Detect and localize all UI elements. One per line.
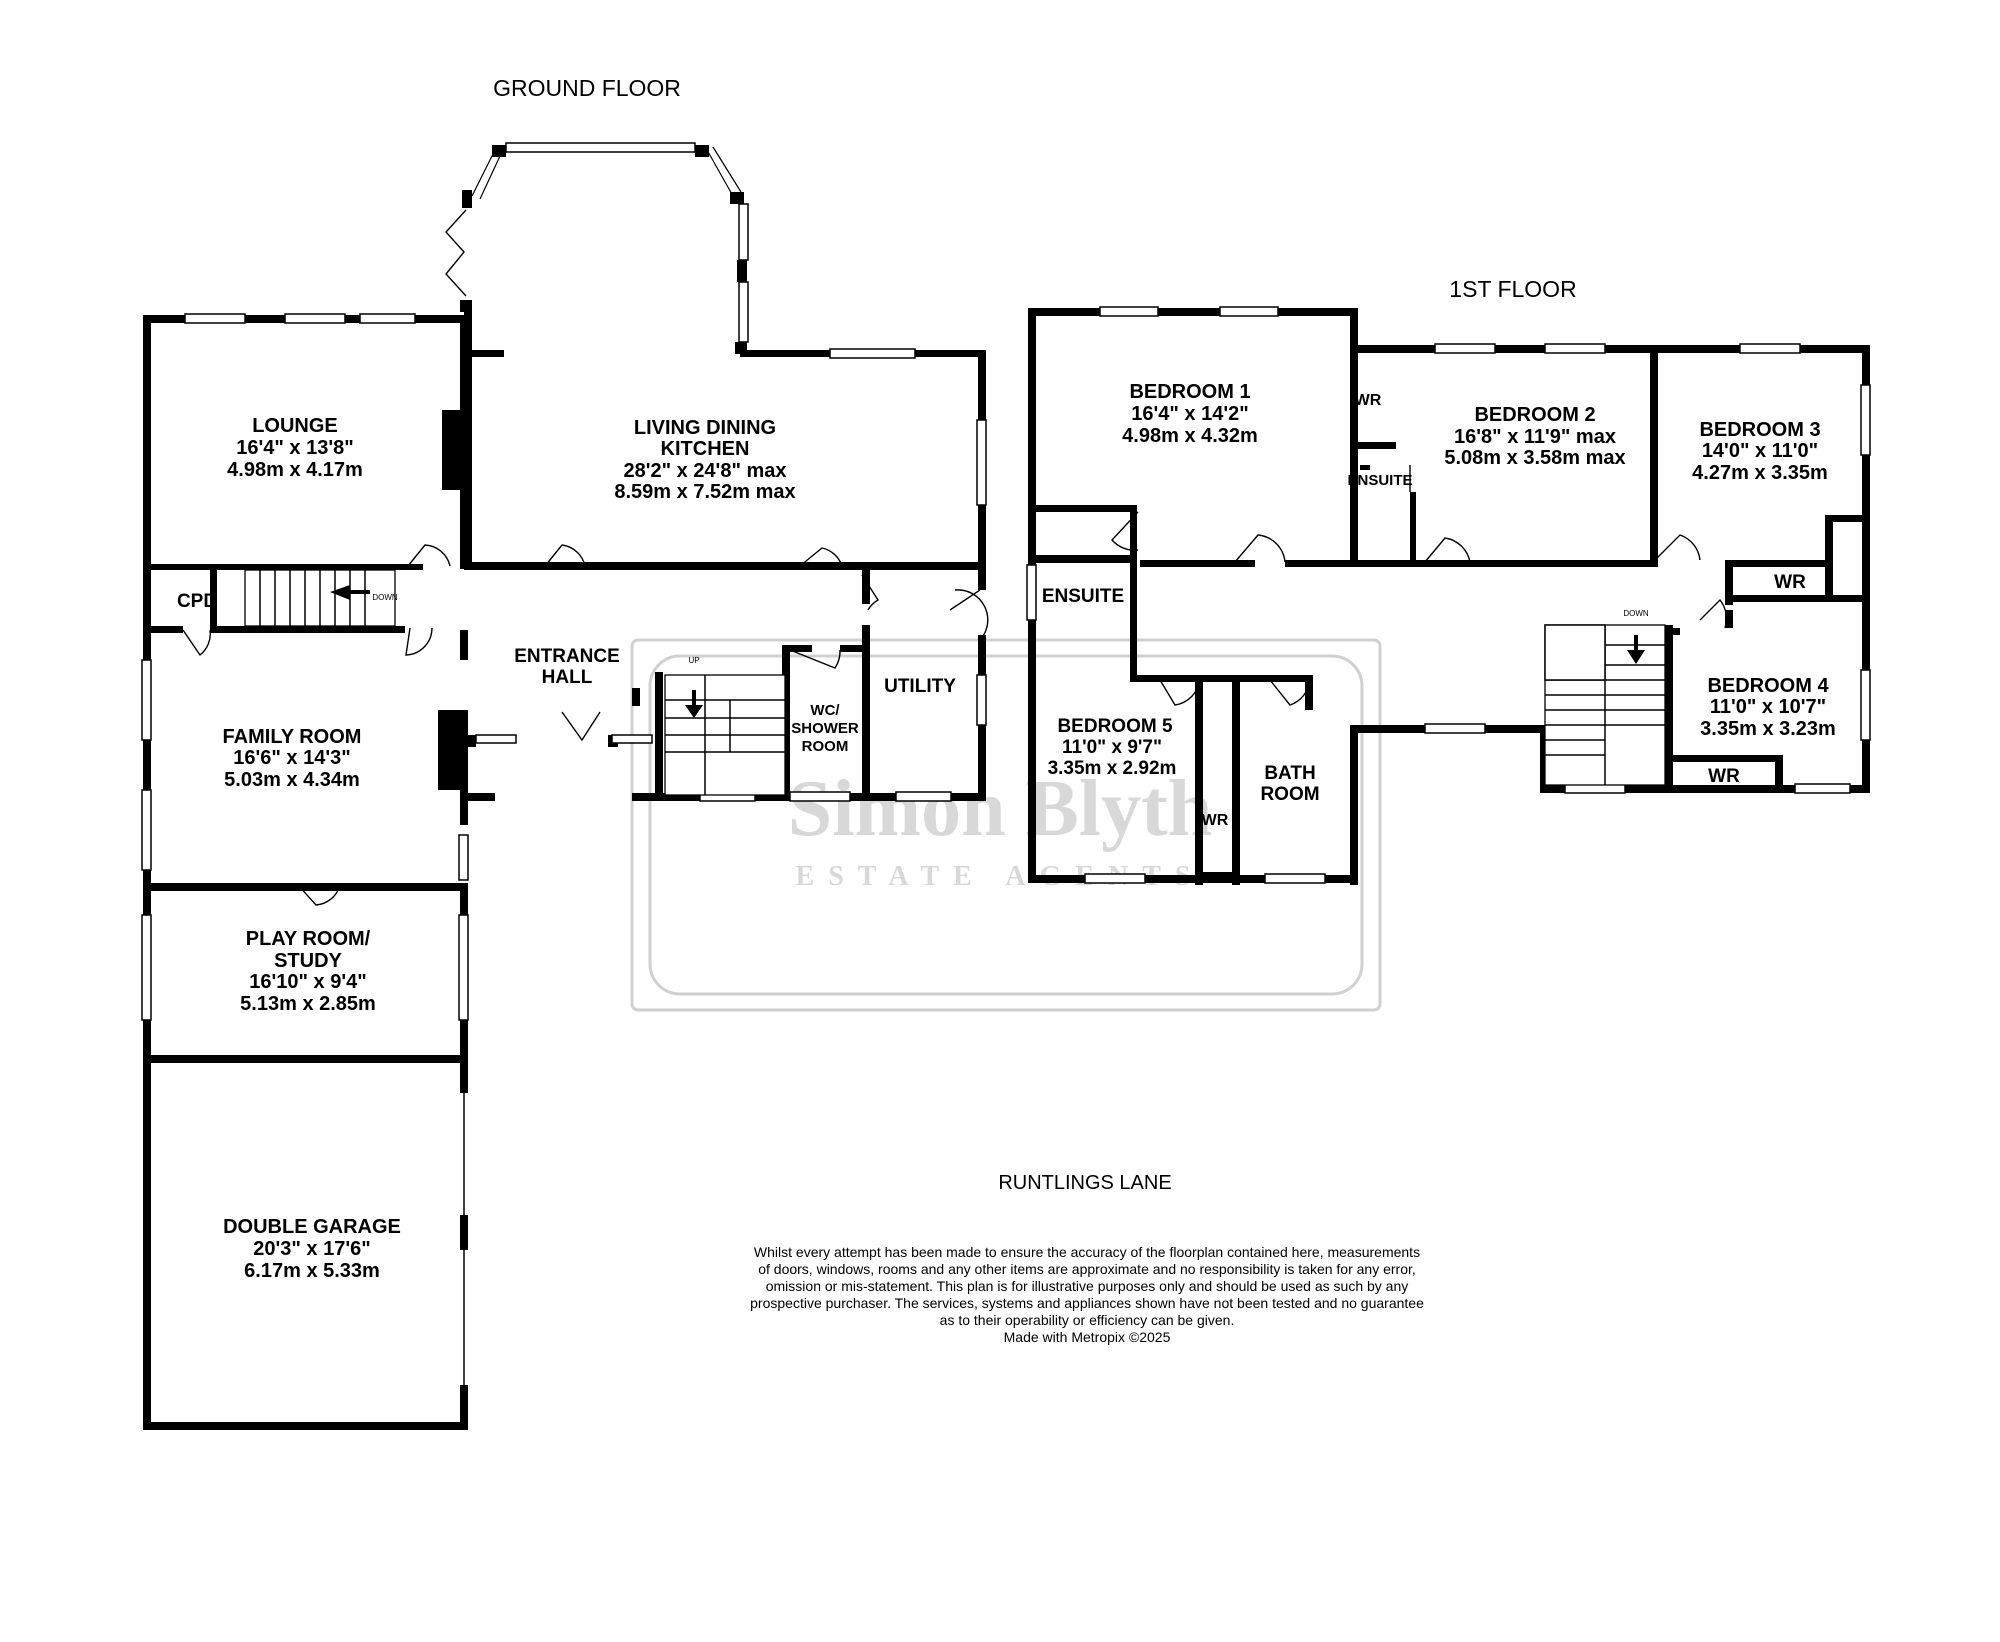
svg-text:ROOM: ROOM xyxy=(1260,784,1319,805)
room-bedroom-1: BEDROOM 1 16'4" x 14'2" 4.98m x 4.32m xyxy=(1122,381,1258,447)
room-wr-bed5: WR xyxy=(1202,812,1229,829)
svg-text:20'3" x 17'6": 20'3" x 17'6" xyxy=(253,1238,370,1260)
svg-text:WC/: WC/ xyxy=(810,702,840,719)
first-floor-doors xyxy=(1111,465,1728,706)
ground-floor-stairs: DOWN UP xyxy=(244,569,786,796)
ground-stairs-down-label: DOWN xyxy=(372,593,398,602)
svg-text:16'8" x 11'9" max: 16'8" x 11'9" max xyxy=(1454,426,1616,448)
svg-text:16'4" x 13'8": 16'4" x 13'8" xyxy=(236,437,353,459)
room-bedroom-2: BEDROOM 2 16'8" x 11'9" max 5.08m x 3.58… xyxy=(1444,404,1625,469)
disclaimer: Whilst every attempt has been made to en… xyxy=(750,1244,1424,1345)
svg-text:PLAY ROOM/: PLAY ROOM/ xyxy=(246,928,371,950)
svg-text:BEDROOM 4: BEDROOM 4 xyxy=(1707,675,1829,697)
svg-text:4.98m x 4.32m: 4.98m x 4.32m xyxy=(1122,425,1258,447)
room-family: FAMILY ROOM 16'6" x 14'3" 5.03m x 4.34m xyxy=(223,726,362,791)
svg-text:SHOWER: SHOWER xyxy=(791,720,859,737)
svg-text:ROOM: ROOM xyxy=(802,738,849,755)
room-living-dining-kitchen: LIVING DINING KITCHEN 28'2" x 24'8" max … xyxy=(614,417,795,503)
svg-text:HALL: HALL xyxy=(542,667,593,688)
room-wr-bed4: WR xyxy=(1708,766,1740,787)
svg-text:5.08m x 3.58m max: 5.08m x 3.58m max xyxy=(1444,447,1625,469)
svg-text:4.98m x 4.17m: 4.98m x 4.17m xyxy=(227,459,363,481)
svg-text:ENTRANCE: ENTRANCE xyxy=(514,646,620,667)
svg-text:BEDROOM 3: BEDROOM 3 xyxy=(1699,419,1820,441)
svg-text:Made with Metropix ©2025: Made with Metropix ©2025 xyxy=(1004,1329,1171,1345)
svg-text:5.13m x 2.85m: 5.13m x 2.85m xyxy=(240,993,376,1015)
room-play-study: PLAY ROOM/ STUDY 16'10" x 9'4" 5.13m x 2… xyxy=(240,928,376,1015)
first-floor-windows xyxy=(1026,306,1871,884)
room-cpd: CPD xyxy=(177,591,217,612)
svg-text:BEDROOM 1: BEDROOM 1 xyxy=(1129,381,1250,403)
svg-text:LIVING DINING: LIVING DINING xyxy=(634,417,776,439)
room-bedroom-3: BEDROOM 3 14'0" x 11'0" 4.27m x 3.35m xyxy=(1692,419,1828,484)
ground-floor-doors xyxy=(182,544,989,906)
svg-text:LOUNGE: LOUNGE xyxy=(252,415,338,437)
svg-text:4.27m x 3.35m: 4.27m x 3.35m xyxy=(1692,462,1828,484)
svg-text:KITCHEN: KITCHEN xyxy=(661,438,750,460)
svg-text:Whilst every attempt has been: Whilst every attempt has been made to en… xyxy=(754,1244,1420,1260)
room-ensuite-2: ENSUITE xyxy=(1347,472,1412,489)
room-labels: LOUNGE 16'4" x 13'8" 4.98m x 4.17m LIVIN… xyxy=(177,381,1836,1282)
svg-text:28'2" x 24'8" max: 28'2" x 24'8" max xyxy=(623,460,786,482)
svg-text:16'4" x 14'2": 16'4" x 14'2" xyxy=(1131,403,1248,425)
svg-text:as to their operability or eff: as to their operability or efficiency ca… xyxy=(940,1312,1235,1328)
room-wc-shower: WC/ SHOWER ROOM xyxy=(791,702,859,755)
watermark: Simon Blyth ESTATE AGENTS xyxy=(630,638,1382,1012)
room-ensuite-1: ENSUITE xyxy=(1042,586,1124,607)
room-bedroom-4: BEDROOM 4 11'0" x 10'7" 3.35m x 3.23m xyxy=(1700,675,1836,740)
svg-text:16'6" x 14'3": 16'6" x 14'3" xyxy=(233,747,350,769)
svg-text:FAMILY ROOM: FAMILY ROOM xyxy=(223,726,362,748)
room-utility: UTILITY xyxy=(884,676,956,697)
svg-text:16'10" x 9'4": 16'10" x 9'4" xyxy=(249,971,366,993)
svg-text:11'0" x 9'7": 11'0" x 9'7" xyxy=(1062,737,1162,758)
svg-text:omission or mis-statement. Thi: omission or mis-statement. This plan is … xyxy=(766,1278,1409,1294)
room-wr-bed1: WR xyxy=(1355,392,1382,409)
svg-text:8.59m x 7.52m max: 8.59m x 7.52m max xyxy=(614,481,795,503)
road-label: RUNTLINGS LANE xyxy=(998,1172,1171,1194)
room-wr-bed3: WR xyxy=(1774,572,1806,593)
svg-text:STUDY: STUDY xyxy=(274,950,342,972)
room-entrance-hall: ENTRANCE HALL xyxy=(514,646,620,688)
svg-text:11'0" x 10'7": 11'0" x 10'7" xyxy=(1710,696,1826,718)
svg-text:DOUBLE GARAGE: DOUBLE GARAGE xyxy=(223,1216,401,1238)
svg-text:BEDROOM 5: BEDROOM 5 xyxy=(1057,716,1173,737)
first-floor-stairs: DOWN xyxy=(1544,609,1666,786)
ground-stairs-up-label: UP xyxy=(688,656,699,665)
ground-floor-title: GROUND FLOOR xyxy=(493,75,681,101)
svg-text:of doors, windows, rooms and a: of doors, windows, rooms and any other i… xyxy=(758,1261,1416,1277)
room-bathroom: BATH ROOM xyxy=(1260,763,1319,805)
svg-text:prospective purchaser. The ser: prospective purchaser. The services, sys… xyxy=(750,1295,1424,1311)
svg-text:14'0" x 11'0": 14'0" x 11'0" xyxy=(1702,440,1818,462)
svg-text:5.03m x 4.34m: 5.03m x 4.34m xyxy=(224,769,360,791)
first-floor-title: 1ST FLOOR xyxy=(1449,276,1576,302)
ground-floor-windows xyxy=(141,142,987,1021)
svg-text:BATH: BATH xyxy=(1264,763,1315,784)
svg-text:3.35m x 2.92m: 3.35m x 2.92m xyxy=(1048,758,1177,779)
svg-text:3.35m x 3.23m: 3.35m x 3.23m xyxy=(1700,718,1836,740)
room-bedroom-5: BEDROOM 5 11'0" x 9'7" 3.35m x 2.92m xyxy=(1048,716,1177,779)
first-stairs-down-label: DOWN xyxy=(1623,609,1649,618)
svg-text:BEDROOM 2: BEDROOM 2 xyxy=(1474,404,1595,426)
room-lounge: LOUNGE 16'4" x 13'8" 4.98m x 4.17m xyxy=(227,415,363,481)
room-double-garage: DOUBLE GARAGE 20'3" x 17'6" 6.17m x 5.33… xyxy=(223,1216,401,1282)
watermark-name: Simon Blyth xyxy=(788,765,1213,853)
svg-text:6.17m x 5.33m: 6.17m x 5.33m xyxy=(244,1260,380,1282)
